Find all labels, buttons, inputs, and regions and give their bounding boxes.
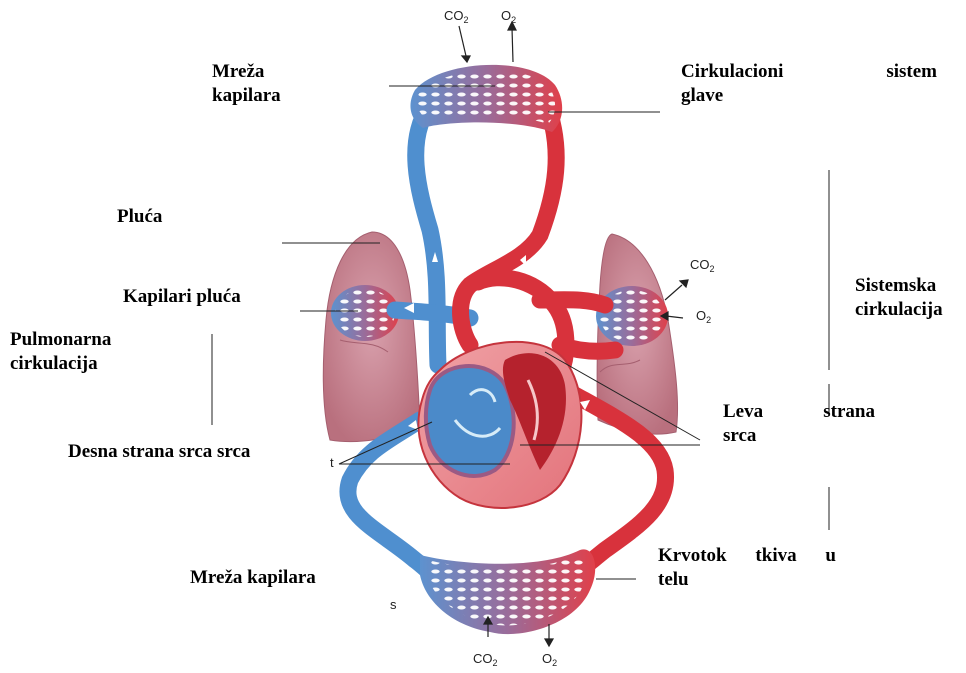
head-capillary-network [410,65,562,132]
heart [418,342,581,508]
pulmonary-circulation-label: Pulmonarna cirkulacija [10,328,111,376]
o2-label-lung: O2 [696,309,711,327]
co2-label-bottom: CO2 [473,652,498,670]
cropped-top-text [0,0,966,6]
co2-label-top: CO2 [444,9,469,27]
s-mark: s [390,598,397,612]
t-mark: t [330,456,334,470]
o2-label-top: O2 [501,9,516,27]
capillary-network-top-label: Mreža kapilara [212,60,281,108]
systemic-circulation-label: Sistemska cirkulacija [855,274,943,322]
lung-capillary-right [596,286,668,346]
co2-label-lung: CO2 [690,258,715,276]
lungs-label: Pluća [117,205,162,229]
capillary-network-bottom-label: Mreža kapilara [190,566,316,590]
body-capillary-network [420,549,595,634]
right-heart-label: Desna strana srca srca [68,440,250,464]
lung-capillaries-label: Kapilari pluća [123,285,241,309]
o2-label-bottom: O2 [542,652,557,670]
